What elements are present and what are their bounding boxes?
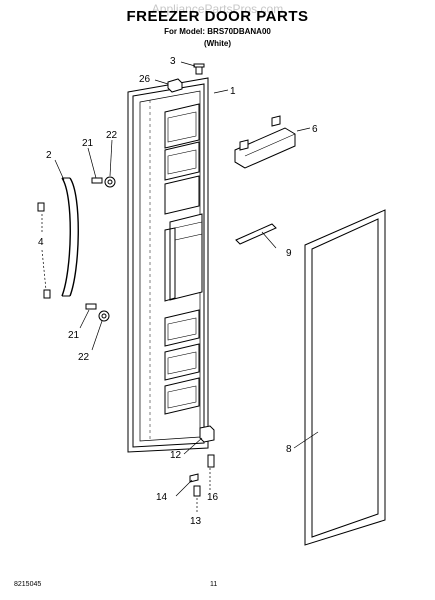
watermark: AppliancePartsPros.com (151, 2, 284, 16)
callout-12: 12 (170, 450, 182, 461)
door-bin (234, 115, 296, 169)
callout-22-upper: 22 (106, 130, 118, 141)
leader-lines (41, 61, 319, 512)
callout-21-lower: 21 (68, 330, 80, 341)
callout-2: 2 (46, 150, 52, 161)
callout-13: 13 (190, 516, 202, 527)
upper-handle-stud (91, 176, 116, 188)
handle-screws (37, 202, 51, 299)
door-panel (127, 77, 209, 453)
callout-1: 1 (230, 86, 236, 97)
callout-3: 3 (170, 56, 176, 67)
page-title: FREEZER DOOR PARTS (126, 8, 309, 25)
lower-handle-stud (85, 303, 110, 322)
callout-4: 4 (38, 237, 44, 248)
callout-16: 16 (207, 492, 219, 503)
top-hinge-screw (193, 63, 205, 75)
color-line: (White) (203, 39, 232, 48)
document-code: 8215045 (14, 581, 42, 588)
callout-26: 26 (139, 74, 151, 85)
callout-14: 14 (156, 492, 168, 503)
trim-strip (235, 223, 277, 245)
page-number: 11 (210, 581, 218, 588)
callout-8: 8 (286, 444, 292, 455)
callout-6: 6 (312, 124, 318, 135)
callout-21-upper: 21 (82, 138, 94, 149)
callout-22-lower: 22 (78, 352, 90, 363)
door-gasket (304, 209, 386, 546)
door-handle (61, 177, 79, 297)
callout-9: 9 (286, 248, 292, 259)
model-line: For Model: BRS70DBANA00 (164, 27, 271, 36)
hinge-cap (167, 78, 183, 93)
